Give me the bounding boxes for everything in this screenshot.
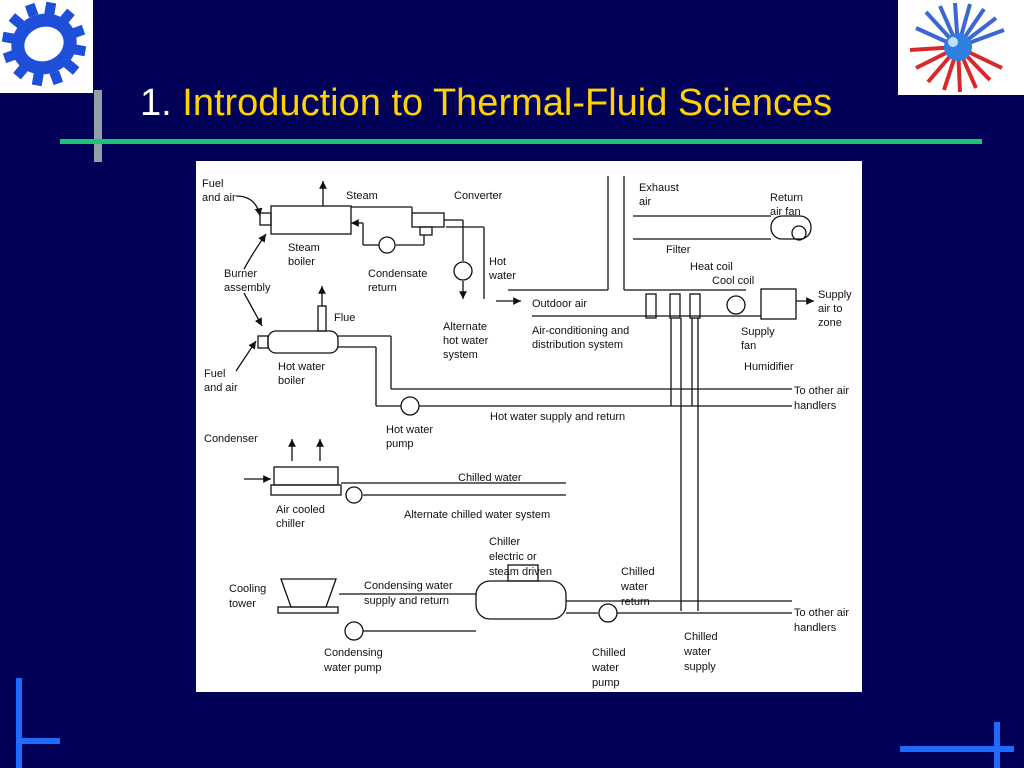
label-chilled-water: Chilled water [458,472,522,484]
label-condenser: Condenser [204,433,258,445]
gear-icon [1,1,87,87]
label-ac-system-2: distribution system [532,339,623,351]
label-cooling-tower-1: Cooling [229,583,266,595]
label-filter: Filter [666,244,691,256]
label-condensing-sr-1: Condensing water [364,580,453,592]
corner-bar-right-vertical [994,722,1000,768]
hot-water-boiler-shape [267,330,339,354]
label-hot-water-supply-return: Hot water supply and return [490,411,625,423]
label-fuel-air-bottom-2: and air [204,382,238,394]
chiller-shape [475,580,567,620]
label-hot-water-boiler-1: Hot water [278,361,325,373]
label-steam: Steam [346,190,378,202]
label-heat-coil: Heat coil [690,261,733,273]
label-ac-system-1: Air-conditioning and [532,325,629,337]
label-supply-fan-1: Supply [741,326,775,338]
label-chiller-1: Chiller [489,536,521,548]
label-chilled-supply-1: Chilled [684,631,718,643]
label-to-other-air-2a: To other air [794,607,849,619]
label-condensing-pump-1: Condensing [324,647,383,659]
title-underline [60,139,982,144]
label-chilled-return-2: water [620,581,648,593]
label-chiller-3: steam driven [489,566,552,578]
label-to-other-air-1b: handlers [794,400,837,412]
title-text: Introduction to Thermal-Fluid Sciences [182,82,833,124]
corner-bar-left-horizontal [16,738,60,744]
label-converter: Converter [454,190,503,202]
sphere-fan-icon [909,2,1005,93]
sphere-fan-logo [898,0,1024,95]
label-chilled-pump-2: water [591,662,619,674]
label-hot-water-boiler-2: boiler [278,375,305,387]
label-fuel-air-top-1: Fuel [202,178,223,190]
label-exhaust-air-2: air [639,196,652,208]
label-supply-air-3: zone [818,317,842,329]
title-number: 1. [140,82,172,124]
label-chilled-return-1: Chilled [621,566,655,578]
hvac-diagram-svg: Fuel and air Steam Converter Steam boile… [202,176,852,689]
label-chilled-pump-1: Chilled [592,647,626,659]
label-alt-hot-water-2: hot water [443,335,489,347]
label-hot-water-pump-1: Hot water [386,424,433,436]
label-cooling-tower-2: tower [229,598,256,610]
label-return-air-fan-2: air fan [770,206,801,218]
label-alternate-chilled: Alternate chilled water system [404,509,550,521]
corner-bar-right-horizontal [900,746,1014,752]
corner-bar-left-vertical [16,678,22,768]
diagram-labels: Fuel and air Steam Converter Steam boile… [202,178,852,689]
label-to-other-air-2b: handlers [794,622,837,634]
label-to-other-air-1a: To other air [794,385,849,397]
label-alt-hot-water-3: system [443,349,478,361]
slide-title: 1. Introduction to Thermal-Fluid Science… [140,82,832,125]
label-steam-boiler-1: Steam [288,242,320,254]
converter-shape [411,212,445,228]
label-flue: Flue [334,312,355,324]
title-vertical-bar [94,90,102,162]
label-condensate-return-2: return [368,282,397,294]
label-return-air-fan-1: Return [770,192,803,204]
label-hot-water-1: Hot [489,256,506,268]
hvac-system-diagram: Fuel and air Steam Converter Steam boile… [196,161,862,692]
label-hot-water-pump-2: pump [386,438,414,450]
label-hot-water-2: water [488,270,516,282]
label-supply-fan-2: fan [741,340,756,352]
label-condensing-pump-2: water pump [323,662,381,674]
label-fuel-air-bottom-1: Fuel [204,368,225,380]
label-chilled-return-3: return [621,596,650,608]
label-outdoor-air: Outdoor air [532,298,587,310]
label-chiller-2: electric or [489,551,537,563]
label-supply-air-1: Supply [818,289,852,301]
label-chilled-supply-3: supply [684,661,716,673]
label-burner-assembly-1: Burner [224,268,257,280]
steam-boiler-shape [270,205,352,235]
label-condensate-return-1: Condensate [368,268,427,280]
label-cool-coil: Cool coil [712,275,754,287]
label-chilled-pump-3: pump [592,677,620,689]
label-chilled-supply-2: water [683,646,711,658]
label-humidifier: Humidifier [744,361,794,373]
gear-logo [0,0,93,93]
label-alt-hot-water-1: Alternate [443,321,487,333]
label-steam-boiler-2: boiler [288,256,315,268]
label-exhaust-air-1: Exhaust [639,182,679,194]
label-burner-assembly-2: assembly [224,282,271,294]
label-supply-air-2: air to [818,303,842,315]
label-condensing-sr-2: supply and return [364,595,449,607]
label-fuel-air-top-2: and air [202,192,236,204]
label-air-cooled-chiller-2: chiller [276,518,305,530]
label-air-cooled-chiller-1: Air cooled [276,504,325,516]
